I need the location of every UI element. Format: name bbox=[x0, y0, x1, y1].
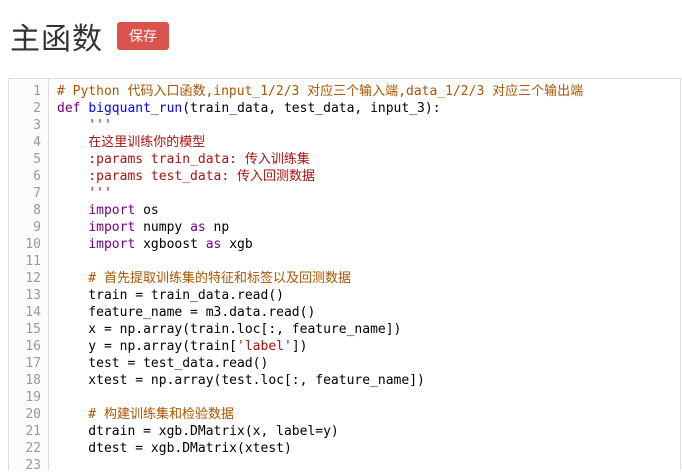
page-title: 主函数 bbox=[10, 23, 103, 56]
code-line[interactable]: ''' bbox=[57, 117, 680, 134]
code-line[interactable]: 在这里训练你的模型 bbox=[57, 134, 680, 151]
code-token-plain bbox=[57, 203, 88, 218]
line-number: 21 bbox=[25, 424, 41, 439]
editor-header: 主函数 保存 bbox=[0, 0, 682, 58]
code-token-plain: dtrain = xgb.DMatrix(x, label=y) bbox=[57, 424, 339, 439]
code-line[interactable]: feature_name = m3.data.read() bbox=[57, 304, 680, 321]
line-number: 7 bbox=[33, 186, 41, 201]
code-token-string: 在这里训练你的模型 bbox=[57, 135, 206, 150]
code-line[interactable]: # 首先提取训练集的特征和标签以及回测数据 bbox=[57, 270, 680, 287]
code-token-keyword: as bbox=[190, 220, 206, 235]
code-line[interactable]: x = np.array(train.loc[:, feature_name]) bbox=[57, 321, 680, 338]
line-number: 10 bbox=[25, 237, 41, 252]
code-token-plain: xtest = np.array(test.loc[:, feature_nam… bbox=[57, 373, 425, 388]
line-number: 1 bbox=[33, 84, 41, 99]
code-token-plain: y = np.array(train[ bbox=[57, 339, 238, 354]
code-line[interactable]: xtest = np.array(test.loc[:, feature_nam… bbox=[57, 372, 680, 389]
code-line[interactable]: import numpy as np bbox=[57, 219, 680, 236]
code-token-keyword: import bbox=[88, 203, 136, 218]
code-token-def: bigquant_run bbox=[88, 101, 183, 116]
code-token-plain bbox=[57, 220, 88, 235]
code-line[interactable]: y = np.array(train['label']) bbox=[57, 338, 680, 355]
code-token-plain: xgb bbox=[221, 237, 253, 252]
code-line[interactable]: train = train_data.read() bbox=[57, 287, 680, 304]
code-line[interactable]: dtrain = xgb.DMatrix(x, label=y) bbox=[57, 423, 680, 440]
code-line[interactable]: # 构建训练集和检验数据 bbox=[57, 406, 680, 423]
code-line[interactable]: dtest = xgb.DMatrix(xtest) bbox=[57, 440, 680, 457]
code-token-string: ''' bbox=[57, 118, 112, 133]
line-number: 22 bbox=[25, 441, 41, 456]
line-number: 6 bbox=[33, 169, 41, 184]
line-number: 2 bbox=[33, 101, 41, 116]
code-token-plain: dtest = xgb.DMatrix(xtest) bbox=[57, 441, 292, 456]
line-number: 3 bbox=[33, 118, 41, 133]
line-number: 13 bbox=[25, 288, 41, 303]
code-line[interactable]: ''' bbox=[57, 185, 680, 202]
code-token-string: ''' bbox=[57, 186, 112, 201]
code-line[interactable]: :params test_data: 传入回测数据 bbox=[57, 168, 680, 185]
code-token-string: :params train_data: 传入训练集 bbox=[57, 152, 310, 167]
code-line[interactable]: import os bbox=[57, 202, 680, 219]
code-token-plain bbox=[57, 237, 88, 252]
code-token-plain: ]) bbox=[291, 339, 308, 354]
code-token-plain: numpy bbox=[135, 220, 191, 235]
line-number: 19 bbox=[25, 390, 41, 405]
code-line[interactable]: import xgboost as xgb bbox=[57, 236, 680, 253]
code-token-keyword: def bbox=[57, 101, 81, 116]
line-number: 5 bbox=[33, 152, 41, 167]
code-line[interactable] bbox=[57, 389, 680, 406]
code-token-keyword: import bbox=[88, 220, 136, 235]
code-token-string: :params test_data: 传入回测数据 bbox=[57, 169, 316, 184]
line-number: 9 bbox=[33, 220, 41, 235]
code-token-keyword: as bbox=[205, 237, 222, 252]
line-number: 23 bbox=[25, 458, 41, 470]
code-line[interactable]: test = test_data.read() bbox=[57, 355, 680, 372]
code-token-plain: xgboost bbox=[135, 237, 206, 252]
code-token-keyword: import bbox=[88, 237, 136, 252]
code-line[interactable] bbox=[57, 253, 680, 270]
code-token-comment: # 首先提取训练集的特征和标签以及回测数据 bbox=[57, 271, 351, 286]
save-button[interactable]: 保存 bbox=[117, 21, 169, 51]
line-number: 17 bbox=[25, 356, 41, 371]
line-number: 12 bbox=[25, 271, 41, 286]
line-number: 4 bbox=[33, 135, 41, 150]
code-token-plain: test = test_data.read() bbox=[57, 356, 269, 371]
line-number: 8 bbox=[33, 203, 41, 218]
code-line[interactable]: :params train_data: 传入训练集 bbox=[57, 151, 680, 168]
line-number: 11 bbox=[25, 254, 41, 269]
code-token-comment: # Python 代码入口函数,input_1/2/3 对应三个输入端,data… bbox=[57, 84, 584, 99]
code-token-plain: train = train_data.read() bbox=[57, 288, 284, 303]
code-line[interactable]: def bigquant_run(train_data, test_data, … bbox=[57, 100, 680, 117]
line-number: 18 bbox=[25, 373, 41, 388]
line-number: 15 bbox=[25, 322, 41, 337]
code-token-plain: x = np.array(train.loc[:, feature_name]) bbox=[57, 322, 402, 337]
code-token-string: 'label' bbox=[237, 339, 292, 354]
code-token-plain: np bbox=[205, 220, 230, 235]
code-token-plain: feature_name = m3.data.read() bbox=[57, 305, 316, 320]
code-token-plain: os bbox=[135, 203, 159, 218]
code-token-plain: (train_data, test_data, input_3): bbox=[182, 101, 441, 116]
code-area[interactable]: # Python 代码入口函数,input_1/2/3 对应三个输入端,data… bbox=[49, 79, 680, 470]
line-number: 16 bbox=[25, 339, 41, 354]
code-token-comment: # 构建训练集和检验数据 bbox=[57, 407, 234, 422]
line-number: 20 bbox=[25, 407, 41, 422]
code-line[interactable]: # Python 代码入口函数,input_1/2/3 对应三个输入端,data… bbox=[57, 83, 680, 100]
code-line[interactable] bbox=[57, 457, 680, 470]
line-number: 14 bbox=[25, 305, 41, 320]
